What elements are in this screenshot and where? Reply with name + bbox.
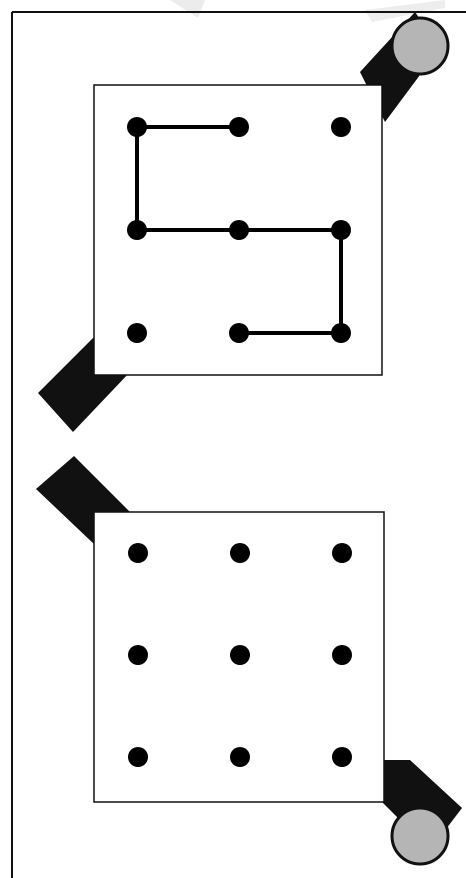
grid-dot	[230, 543, 250, 563]
grid-dot	[332, 645, 352, 665]
puzzle-blank	[36, 456, 462, 864]
knob-icon	[392, 18, 448, 74]
rod-bottom-right	[380, 760, 462, 864]
grid-dot	[128, 543, 148, 563]
grid-dot	[128, 645, 148, 665]
grid-dot	[127, 117, 147, 137]
grid-dot	[230, 645, 250, 665]
grid-dot	[331, 323, 351, 343]
grid-dot	[229, 323, 249, 343]
puzzle-solved	[38, 12, 448, 432]
grid-dot	[128, 747, 148, 767]
grid-dot	[229, 220, 249, 240]
grid-dot	[332, 747, 352, 767]
grid-dot	[332, 543, 352, 563]
grid-dot	[127, 323, 147, 343]
knob-icon	[392, 808, 448, 864]
grid-dot	[230, 747, 250, 767]
grid-dot	[127, 220, 147, 240]
grid-dot	[229, 117, 249, 137]
grid-dot	[331, 117, 351, 137]
grid-dot	[331, 220, 351, 240]
